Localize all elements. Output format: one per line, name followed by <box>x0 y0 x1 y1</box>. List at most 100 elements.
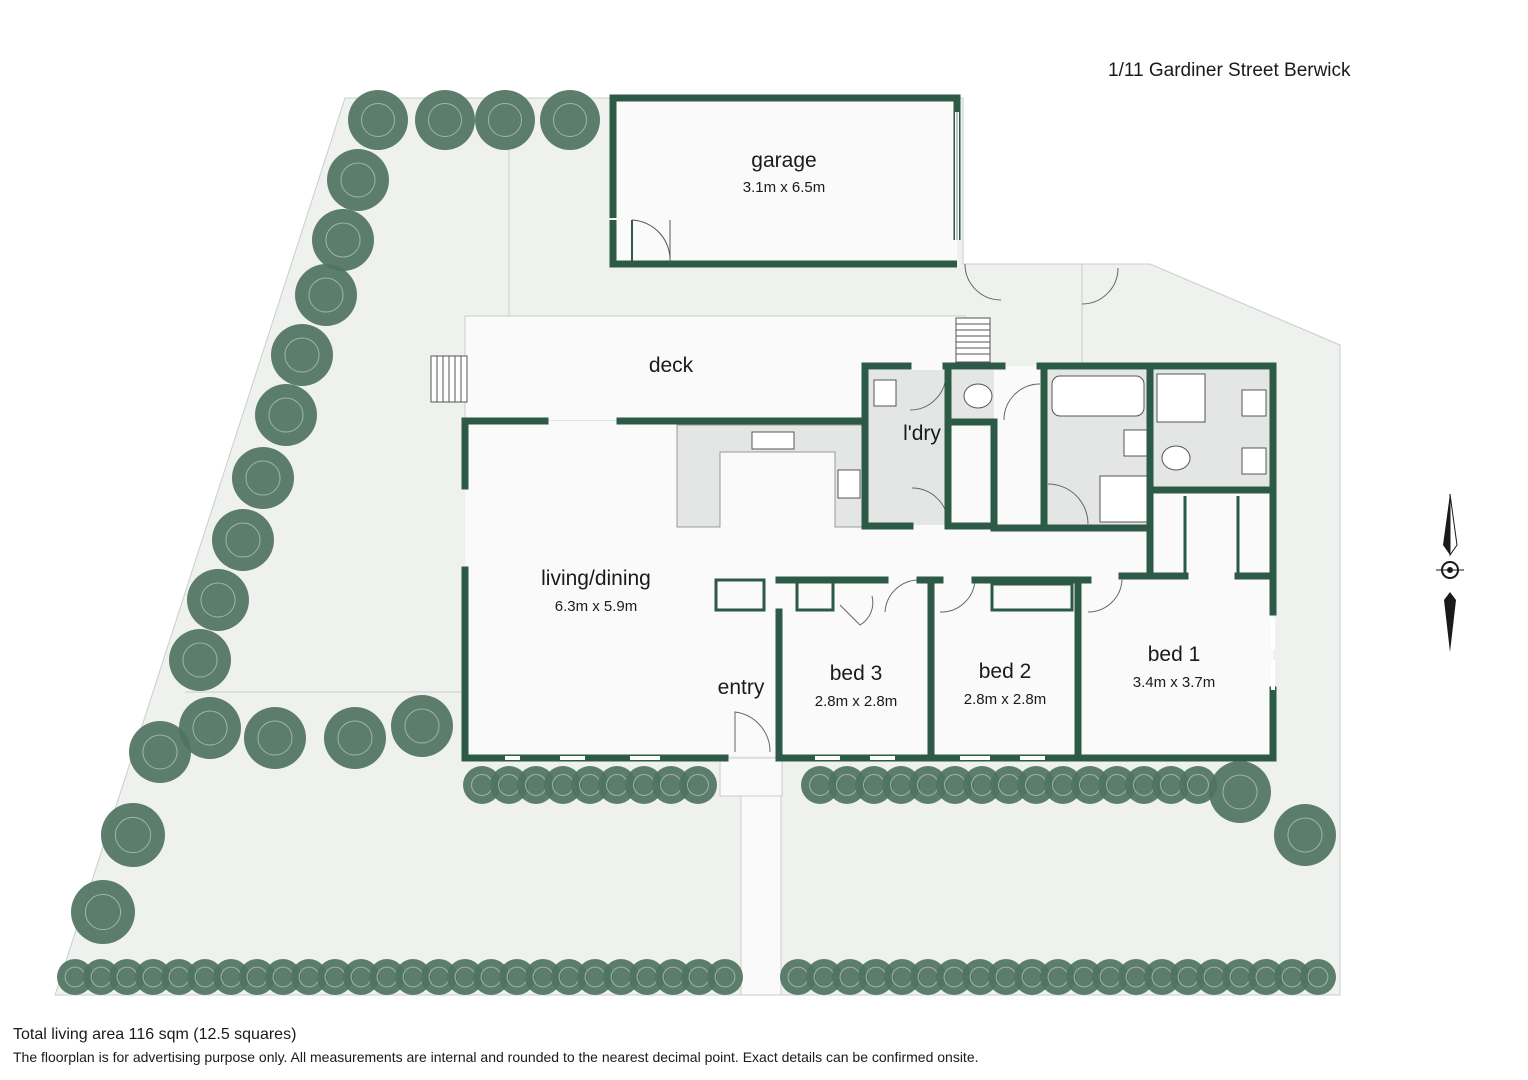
windows <box>505 618 1275 760</box>
shrub-icon <box>348 90 408 150</box>
shrub-detail <box>714 966 736 988</box>
shrub-icon <box>655 959 691 995</box>
shrub-icon <box>525 959 561 995</box>
shrub-icon <box>1170 959 1206 995</box>
shrub-icon <box>187 959 223 995</box>
shrub-icon <box>317 959 353 995</box>
door-swings <box>734 263 1123 753</box>
shrub-icon <box>1044 766 1082 804</box>
shrub-icon <box>577 959 613 995</box>
shrub-icon <box>213 959 249 995</box>
vanity-bath <box>1123 429 1149 457</box>
walls <box>461 362 1277 762</box>
shrub-icon <box>1300 959 1336 995</box>
ensuite-toilet <box>1161 445 1191 471</box>
shrub-icon <box>858 959 894 995</box>
shrub-detail <box>488 103 522 137</box>
shrub-icon <box>1248 959 1284 995</box>
shrub-icon <box>1071 766 1109 804</box>
living-dims: 6.3m x 5.9m <box>555 598 638 615</box>
shrub-icon <box>232 447 294 509</box>
shrub-icon <box>129 721 191 783</box>
shrub-icon <box>801 766 839 804</box>
shrub-detail <box>404 708 440 744</box>
shrub-icon <box>421 959 457 995</box>
bed3-dims: 2.8m x 2.8m <box>815 693 898 710</box>
shrub-icon <box>1118 959 1154 995</box>
shrub-icon <box>780 959 816 995</box>
shrub-icon <box>324 707 386 769</box>
shrub-icon <box>291 959 327 995</box>
shrub-detail <box>245 460 281 496</box>
shrub-icon <box>343 959 379 995</box>
house <box>461 263 1277 762</box>
shrub-icon <box>271 324 333 386</box>
shrub-detail <box>1307 966 1329 988</box>
shrub-icon <box>1066 959 1102 995</box>
shrub-icon <box>473 959 509 995</box>
shrub-detail <box>1222 774 1258 810</box>
shrub-icon <box>447 959 483 995</box>
bed1-name: bed 1 <box>1148 643 1201 666</box>
shrub-icon <box>57 959 93 995</box>
shrub-icon <box>806 959 842 995</box>
shrub-icon <box>71 880 135 944</box>
shrub-detail <box>687 774 709 796</box>
shrub-icon <box>1092 959 1128 995</box>
shrub-icon <box>463 766 501 804</box>
shrub-icon <box>1017 766 1055 804</box>
total-living-area: Total living area 116 sqm (12.5 squares) <box>13 1026 297 1043</box>
shrub-icon <box>679 766 717 804</box>
shrub-icon <box>295 264 357 326</box>
shrub-detail <box>1187 774 1209 796</box>
shrub-icon <box>179 697 241 759</box>
kitchen-sink <box>751 431 795 450</box>
shrub-icon <box>909 766 947 804</box>
bed2-name: bed 2 <box>979 660 1032 683</box>
shrub-icon <box>161 959 197 995</box>
entry-name: entry <box>718 676 765 699</box>
cooktop <box>837 469 861 499</box>
shrub-icon <box>475 90 535 150</box>
shrub-detail <box>192 710 228 746</box>
shrub-icon <box>187 569 249 631</box>
shrub-detail <box>428 103 462 137</box>
shrub-icon <box>936 766 974 804</box>
shrub-icon <box>391 695 453 757</box>
robes <box>714 496 1240 612</box>
shrub-detail <box>142 734 178 770</box>
shrub-icon <box>882 766 920 804</box>
front-path <box>740 794 782 996</box>
shrub-icon <box>1098 766 1136 804</box>
garage-name: garage <box>751 149 816 172</box>
shrub-detail <box>84 893 122 931</box>
shrub-icon <box>988 959 1024 995</box>
shrub-icon <box>255 384 317 446</box>
shrub-icon <box>828 766 866 804</box>
shrub-icon <box>681 959 717 995</box>
shrub-icon <box>239 959 275 995</box>
shrub-detail <box>268 397 304 433</box>
shower-ensuite <box>1156 373 1206 423</box>
garage-dims: 3.1m x 6.5m <box>743 179 826 196</box>
vanity-ensuite-2 <box>1241 447 1267 475</box>
shrub-icon <box>598 766 636 804</box>
shrub-icon <box>169 629 231 691</box>
shrub-icon <box>517 766 555 804</box>
shrub-icon <box>629 959 665 995</box>
shrub-detail <box>114 816 152 854</box>
shrub-detail <box>182 642 218 678</box>
shrub-icon <box>1125 766 1163 804</box>
shrub-icon <box>312 209 374 271</box>
shrub-icon <box>499 959 535 995</box>
shrub-icon <box>327 149 389 211</box>
shrub-icon <box>936 959 972 995</box>
vanity-ensuite-1 <box>1241 389 1267 417</box>
shrub-icon <box>962 959 998 995</box>
shrub-icon <box>990 766 1028 804</box>
shrub-detail <box>340 162 376 198</box>
shrubs <box>57 90 1336 995</box>
shrub-icon <box>625 766 663 804</box>
shrub-detail <box>284 337 320 373</box>
shrub-icon <box>244 707 306 769</box>
